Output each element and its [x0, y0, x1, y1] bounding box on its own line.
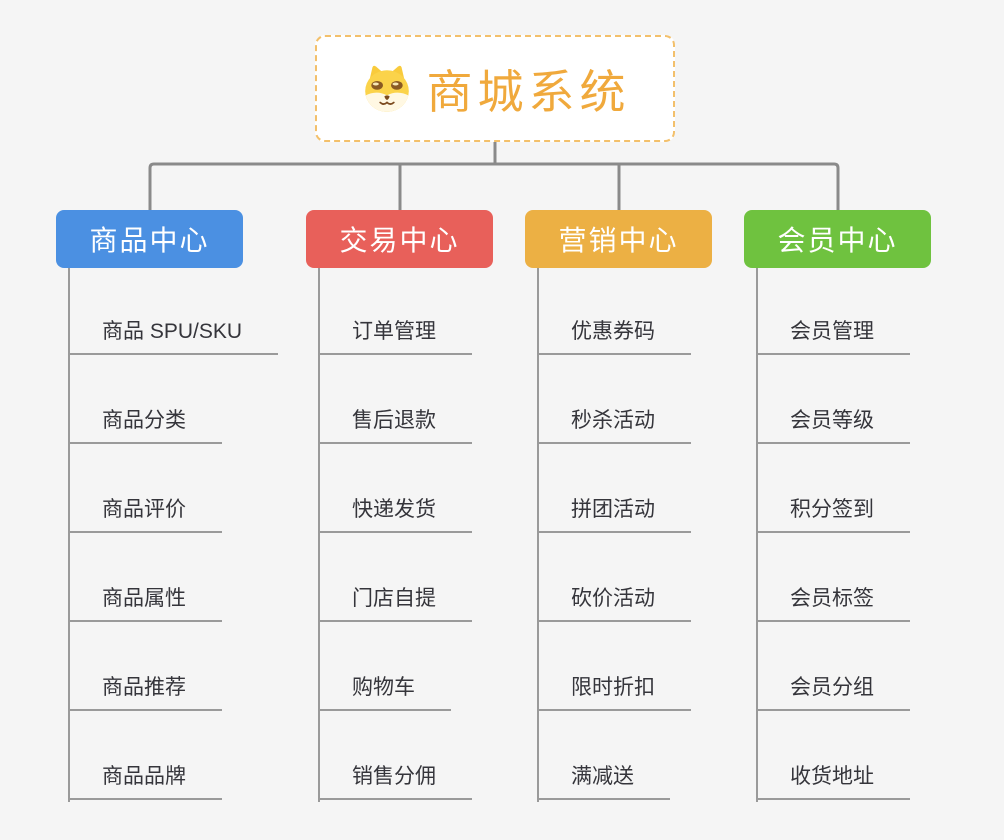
leaf-item[interactable]: 会员标签 — [757, 587, 910, 622]
leaf-item[interactable]: 购物车 — [319, 676, 451, 711]
leaf-item[interactable]: 拼团活动 — [538, 498, 691, 533]
leaf-item[interactable]: 秒杀活动 — [538, 409, 691, 444]
leaf-item[interactable]: 砍价活动 — [538, 587, 691, 622]
leaf-item[interactable]: 优惠券码 — [538, 320, 691, 355]
leaf-item[interactable]: 销售分佣 — [319, 765, 472, 800]
branch-node-member-center[interactable]: 会员中心 — [744, 210, 931, 268]
branch-node-marketing-center[interactable]: 营销中心 — [525, 210, 712, 268]
leaf-item[interactable]: 商品 SPU/SKU — [69, 320, 279, 355]
leaf-item[interactable]: 满减送 — [538, 765, 670, 800]
root-topic[interactable]: 商城系统 — [315, 35, 675, 142]
leaf-item[interactable]: 商品分类 — [69, 409, 222, 444]
branch-node-product-center[interactable]: 商品中心 — [56, 210, 243, 268]
leaf-item[interactable]: 商品评价 — [69, 498, 222, 533]
leaf-item[interactable]: 售后退款 — [319, 409, 472, 444]
leaf-item[interactable]: 积分签到 — [757, 498, 910, 533]
branch-drop-line — [68, 268, 70, 802]
branch-node-trade-center[interactable]: 交易中心 — [306, 210, 493, 268]
leaf-item[interactable]: 会员等级 — [757, 409, 910, 444]
leaf-item[interactable]: 会员分组 — [757, 676, 910, 711]
leaf-item[interactable]: 订单管理 — [319, 320, 472, 355]
root-title: 商城系统 — [426, 65, 631, 118]
shiba-dog-icon — [364, 65, 409, 112]
leaf-item[interactable]: 会员管理 — [757, 320, 910, 355]
leaf-item[interactable]: 收货地址 — [757, 765, 910, 800]
branch-drop-line — [318, 268, 320, 802]
leaf-item[interactable]: 商品品牌 — [69, 765, 222, 800]
leaf-item[interactable]: 商品属性 — [69, 587, 222, 622]
leaf-item[interactable]: 限时折扣 — [538, 676, 691, 711]
leaf-item[interactable]: 商品推荐 — [69, 676, 222, 711]
branch-drop-line — [756, 268, 758, 802]
leaf-item[interactable]: 门店自提 — [319, 587, 472, 622]
leaf-item[interactable]: 快递发货 — [319, 498, 472, 533]
branch-drop-line — [537, 268, 539, 802]
